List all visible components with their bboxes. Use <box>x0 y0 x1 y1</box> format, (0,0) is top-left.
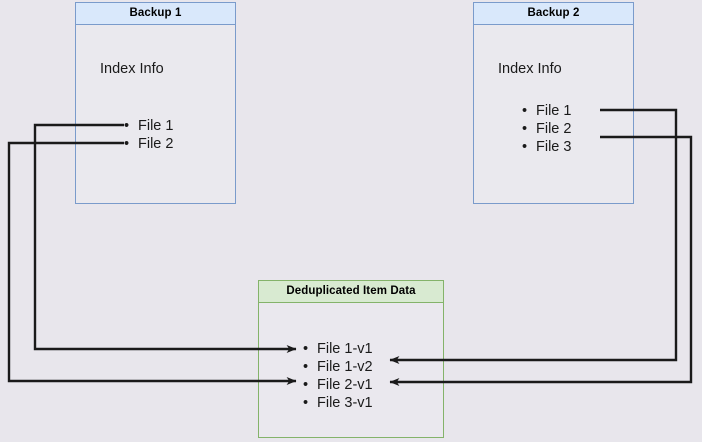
list-item[interactable]: File 1-v1 <box>303 340 373 358</box>
backup-2-index-info-label: Index Info <box>498 61 562 77</box>
list-item[interactable]: File 1 <box>124 117 173 135</box>
list-item[interactable]: File 2 <box>124 135 173 153</box>
node-backup-2-title: Backup 2 <box>474 3 633 25</box>
list-item[interactable]: File 2 <box>522 120 571 138</box>
list-item[interactable]: File 3-v1 <box>303 394 373 412</box>
node-backup-1-body: Index Info File 1 File 2 <box>76 25 235 203</box>
list-item[interactable]: File 3 <box>522 138 571 156</box>
list-item[interactable]: File 1-v2 <box>303 358 373 376</box>
node-backup-1-title: Backup 1 <box>76 3 235 25</box>
node-deduplicated-item-data[interactable]: Deduplicated Item Data File 1-v1 File 1-… <box>258 280 444 438</box>
node-backup-1[interactable]: Backup 1 Index Info File 1 File 2 <box>75 2 236 204</box>
backup-1-file-list: File 1 File 2 <box>124 117 173 153</box>
list-item[interactable]: File 2-v1 <box>303 376 373 394</box>
list-item[interactable]: File 1 <box>522 102 571 120</box>
node-backup-2[interactable]: Backup 2 Index Info File 1 File 2 File 3 <box>473 2 634 204</box>
backup-1-index-info-label: Index Info <box>100 61 164 77</box>
node-deduplicated-item-data-title: Deduplicated Item Data <box>259 281 443 303</box>
node-backup-2-body: Index Info File 1 File 2 File 3 <box>474 25 633 203</box>
node-deduplicated-item-data-body: File 1-v1 File 1-v2 File 2-v1 File 3-v1 <box>259 303 443 437</box>
backup-2-file-list: File 1 File 2 File 3 <box>522 102 571 156</box>
dedup-item-list: File 1-v1 File 1-v2 File 2-v1 File 3-v1 <box>303 340 373 412</box>
